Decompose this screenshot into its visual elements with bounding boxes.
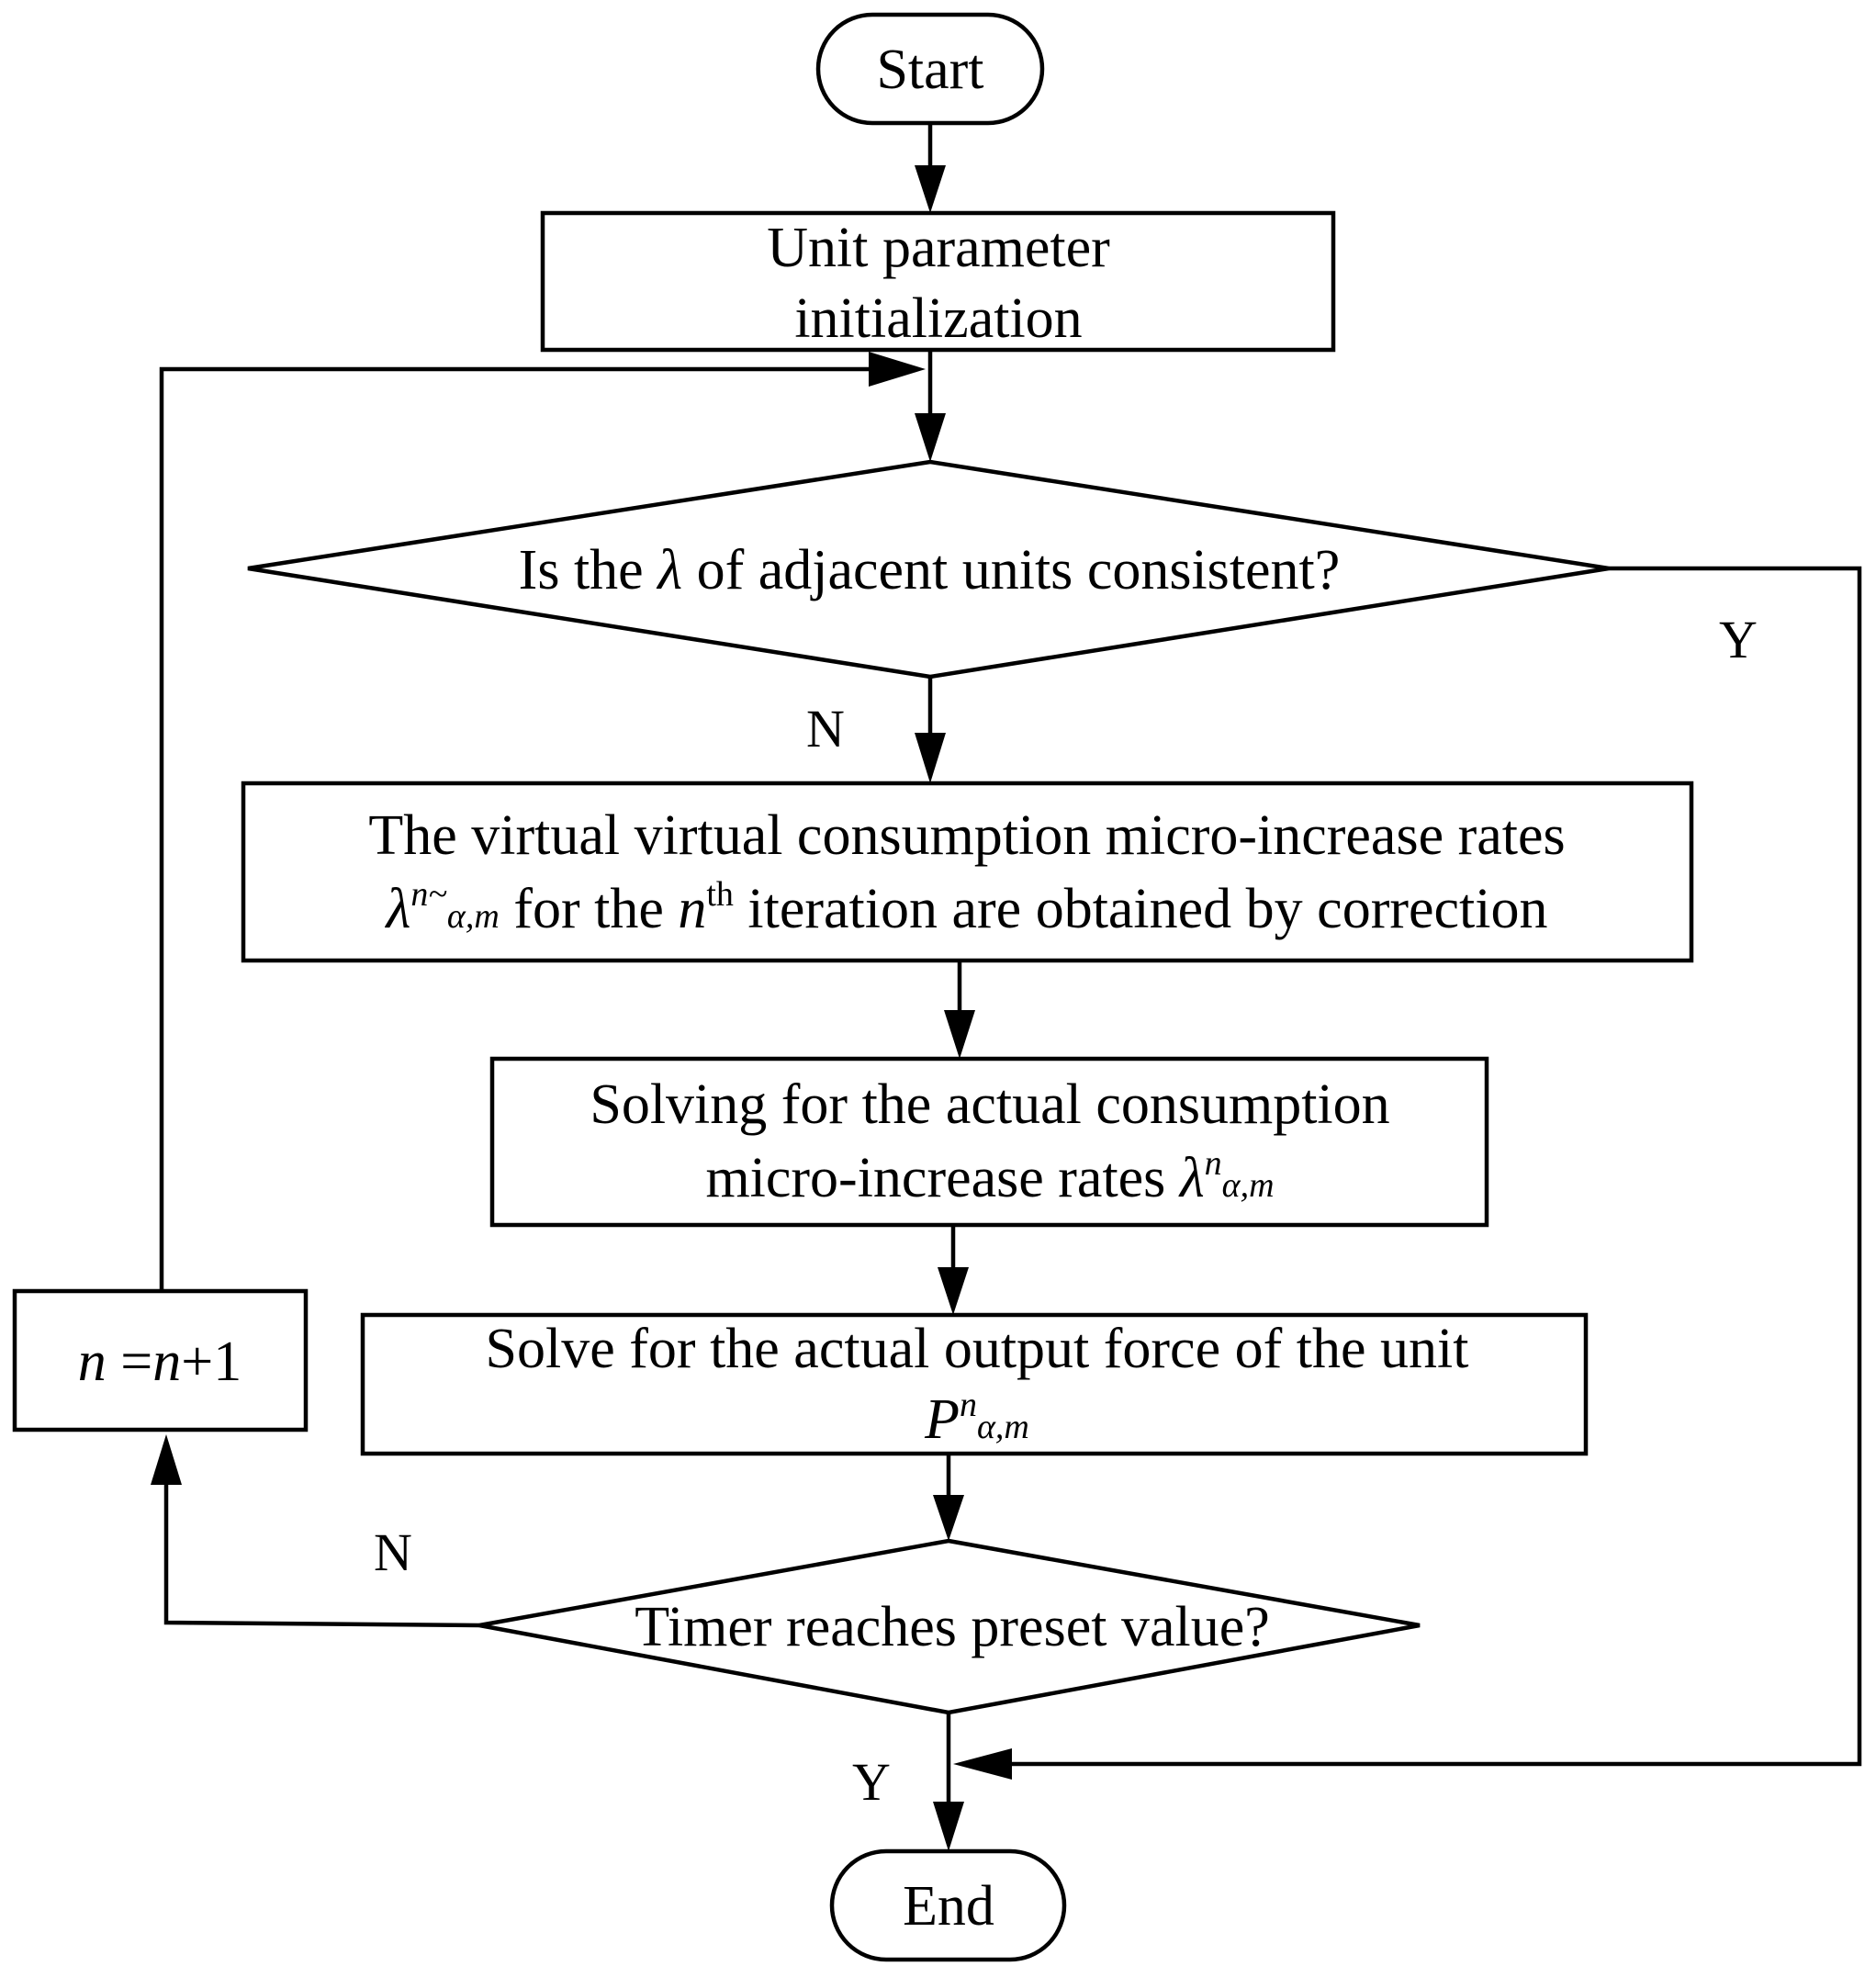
edge-decision1-yes-bypass xyxy=(996,566,1862,1767)
actual-rates-process: Solving for the actual consumption micro… xyxy=(489,1056,1489,1228)
end-node: End xyxy=(829,1848,1067,1962)
init-label-line1: Unit parameter xyxy=(767,217,1110,279)
arrowhead-actual-output xyxy=(938,1267,969,1315)
arrowhead-output-decision2 xyxy=(933,1495,964,1541)
arrowhead-start-init xyxy=(915,165,946,213)
end-label: End xyxy=(903,1875,994,1938)
correction-label-line1: The virtual virtual consumption micro-in… xyxy=(368,804,1565,867)
arrowhead-decision1-correction xyxy=(915,733,946,783)
arrowhead-init-decision1 xyxy=(915,413,946,462)
edge-decision2-no-increment xyxy=(163,1480,480,1628)
arrowhead-bypass-merge xyxy=(953,1748,1012,1780)
init-process: Unit parameter initialization xyxy=(540,210,1336,353)
end-terminator xyxy=(829,1848,1067,1962)
actual-rates-box xyxy=(489,1056,1489,1228)
start-label: Start xyxy=(876,39,983,101)
correction-box xyxy=(241,781,1694,963)
increment-label: n =n+1 xyxy=(78,1331,242,1393)
arrowhead-loop-merge xyxy=(869,352,926,387)
output-box xyxy=(360,1312,1589,1456)
decision1-yes-label: Y xyxy=(1719,610,1758,669)
correction-process: The virtual virtual consumption micro-in… xyxy=(241,781,1694,963)
arrowhead-correction-actual xyxy=(944,1010,975,1059)
decision-lambda-consistent: Is the λ of adjacent units consistent? xyxy=(247,459,1610,680)
actual-rates-label-line2: micro-increase rates λnα,m xyxy=(705,1144,1274,1209)
edge-labels: Y N N Y xyxy=(374,610,1758,1812)
decision-timer: Timer reaches preset value? xyxy=(478,1538,1421,1715)
arrowhead-decision2-increment xyxy=(151,1434,182,1485)
decision1-no-label: N xyxy=(806,699,845,758)
decision2-no-label: N xyxy=(374,1522,412,1582)
output-label-line1: Solve for the actual output force of the… xyxy=(486,1318,1469,1380)
increment-box xyxy=(12,1288,309,1432)
start-terminator xyxy=(815,12,1045,126)
output-label-line2: Pnα,m xyxy=(924,1386,1029,1451)
decision1-diamond xyxy=(247,459,1610,680)
output-process: Solve for the actual output force of the… xyxy=(360,1312,1589,1456)
increment-process: n =n+1 xyxy=(12,1288,309,1432)
start-node: Start xyxy=(815,12,1045,126)
edge-increment-loop xyxy=(159,366,882,1291)
decision2-yes-label: Y xyxy=(852,1752,891,1812)
actual-rates-label-line1: Solving for the actual consumption xyxy=(590,1073,1389,1136)
decision1-label: Is the λ of adjacent units consistent? xyxy=(519,539,1341,601)
connectors xyxy=(151,123,1862,1851)
init-label-line2: initialization xyxy=(794,287,1082,350)
init-box xyxy=(540,210,1336,353)
decision2-label: Timer reaches preset value? xyxy=(635,1596,1269,1658)
arrowhead-decision2-end xyxy=(933,1802,964,1851)
decision2-diamond xyxy=(478,1538,1421,1715)
correction-label-line2: λn~α,m for the nth iteration are obtaine… xyxy=(385,875,1548,940)
